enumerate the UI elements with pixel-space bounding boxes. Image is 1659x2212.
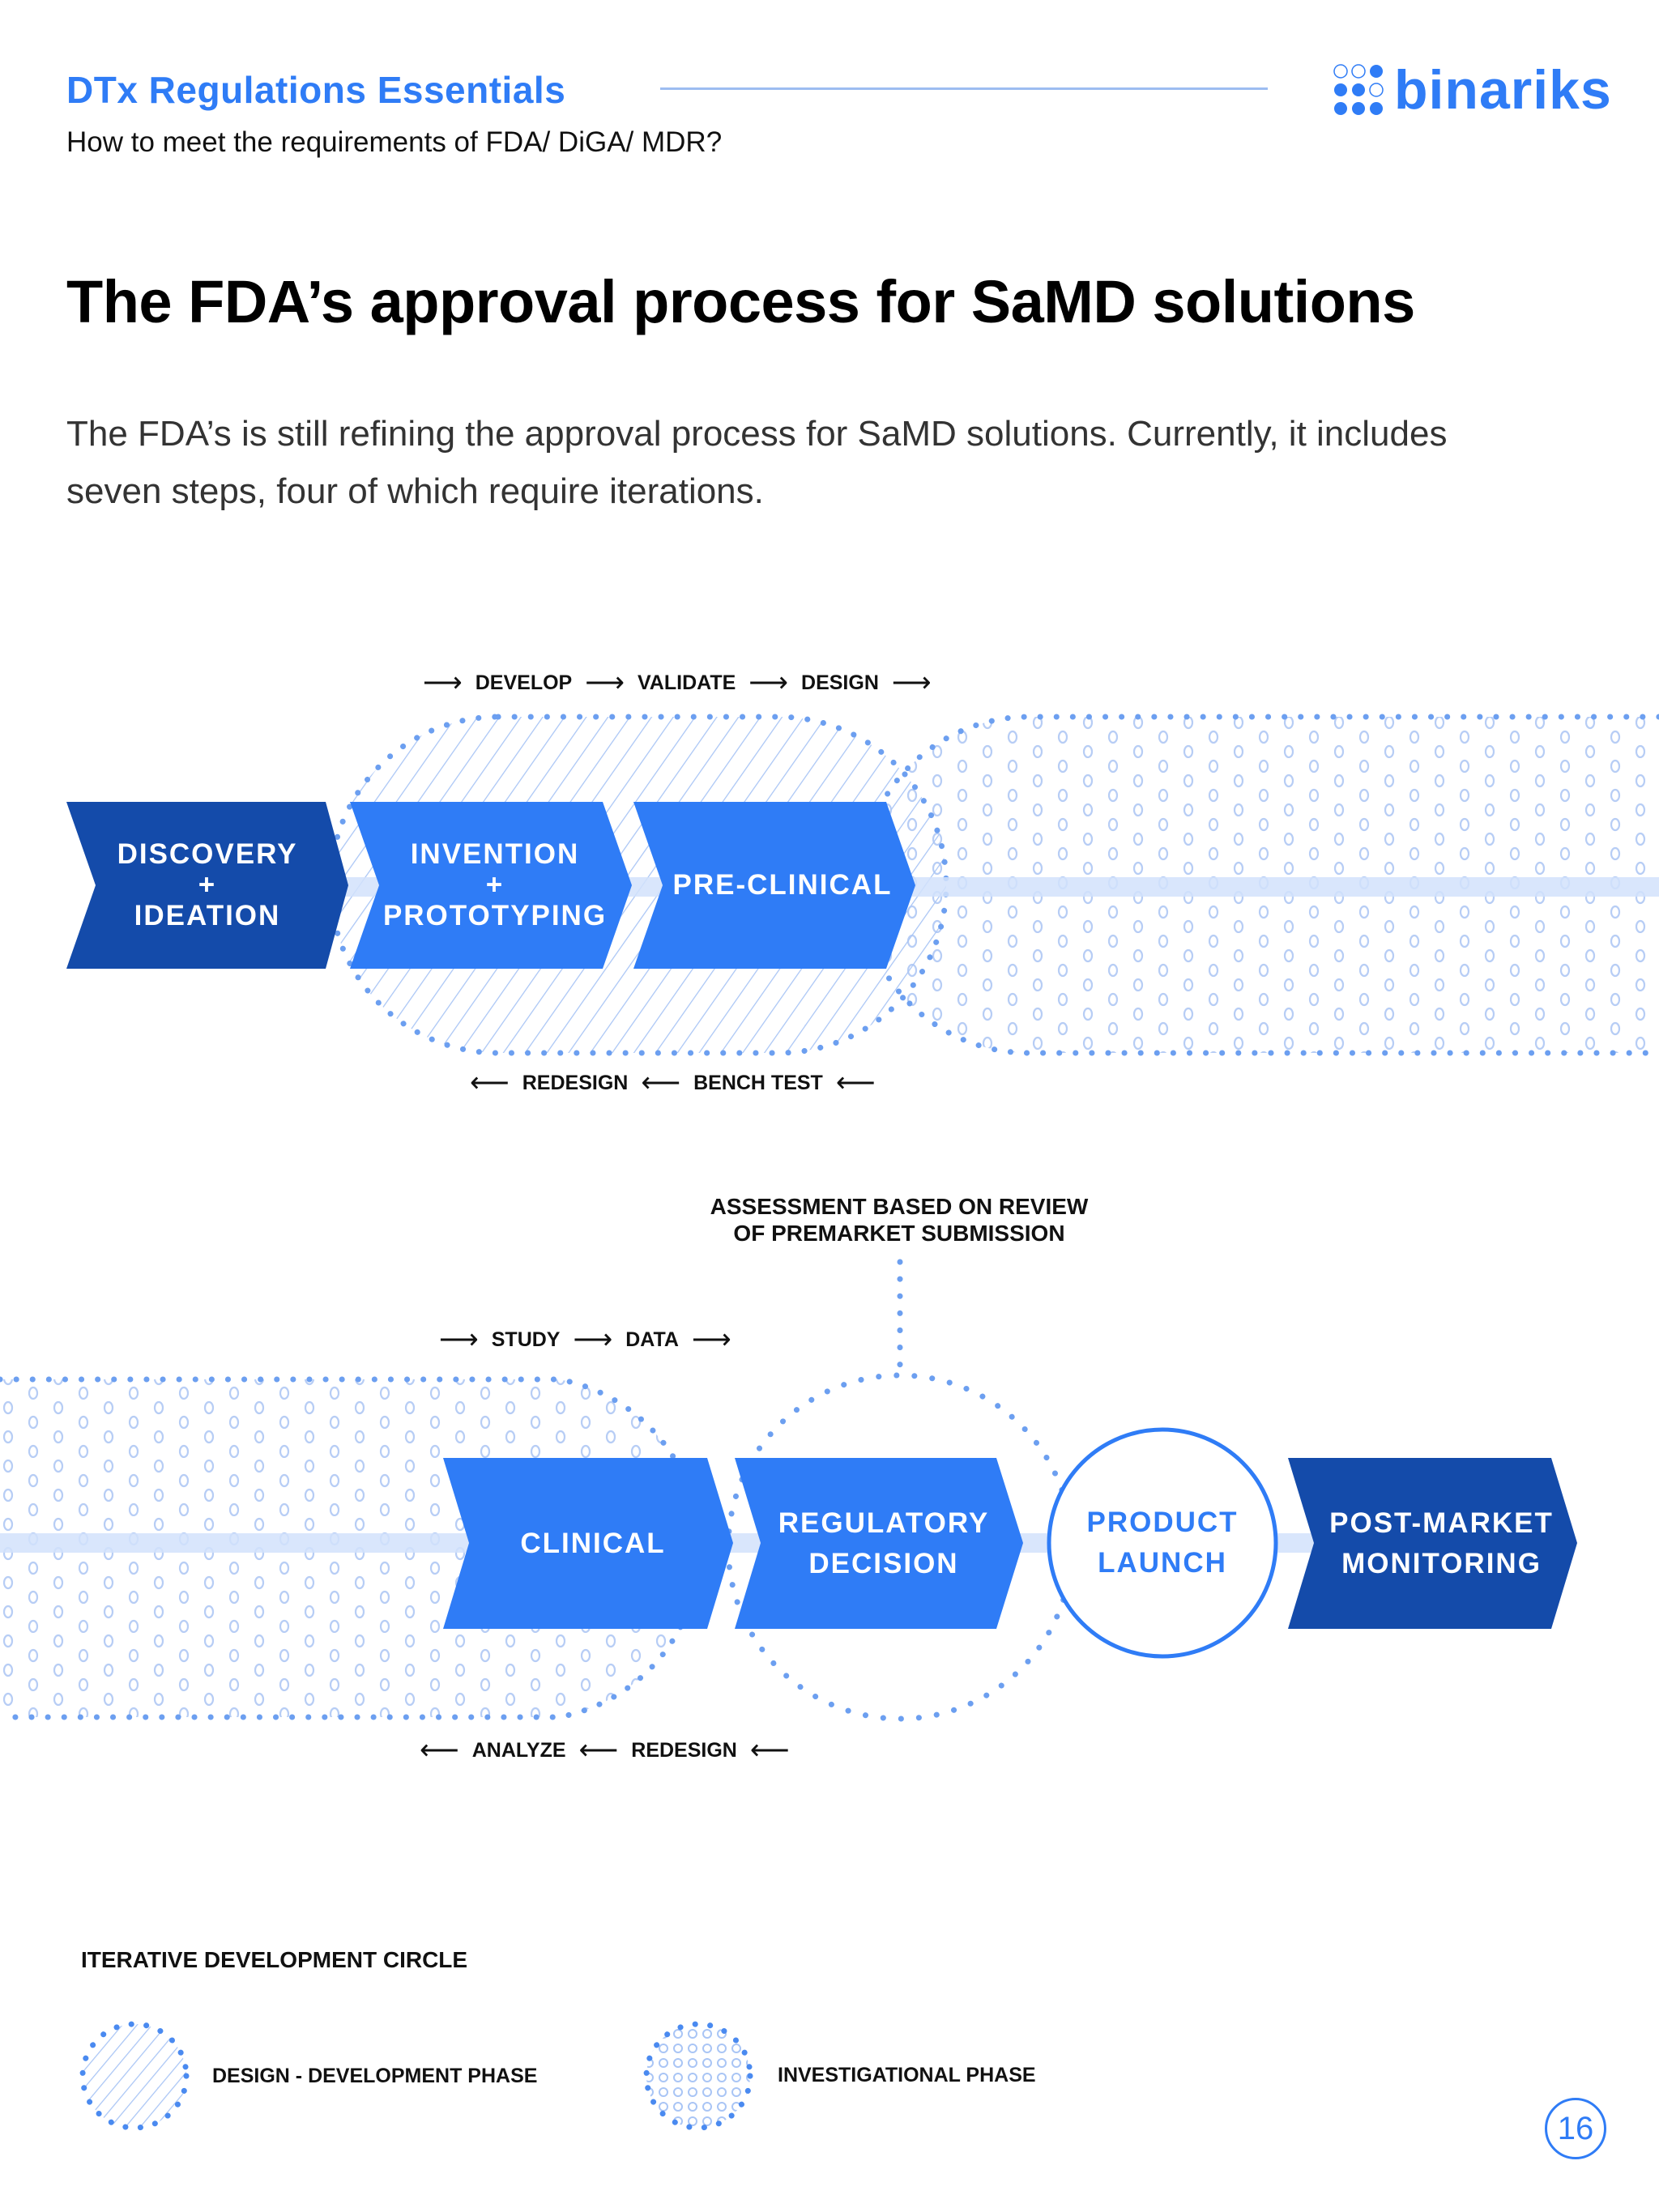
page-number: 16 xyxy=(1545,2098,1606,2159)
step-post-market-shape xyxy=(1288,1458,1577,1629)
loop-item: VALIDATE xyxy=(637,671,736,694)
loop-item: DATA xyxy=(625,1328,679,1351)
step-invention-shape xyxy=(350,802,632,969)
arrow-left-icon: ⟵ xyxy=(420,1735,459,1766)
page-title: The FDA’s approval process for SaMD solu… xyxy=(66,268,1415,335)
dot-grid-logo-icon xyxy=(1333,64,1384,115)
arrow-right-icon: ⟶ xyxy=(891,667,932,698)
step-label-line: DISCOVERY xyxy=(117,838,298,870)
step-label-line: PRODUCT xyxy=(1086,1507,1239,1538)
ring-pattern-circle-icon xyxy=(643,2021,753,2131)
arrow-right-icon: ⟶ xyxy=(748,667,789,698)
brand-logo: binariks xyxy=(1333,62,1612,118)
step-discovery-shape xyxy=(66,802,348,969)
step-label-line: REGULATORY xyxy=(778,1507,990,1539)
intro-paragraph: The FDA’s is still refining the approval… xyxy=(66,414,1448,511)
annotation-line: OF PREMARKET SUBMISSION xyxy=(733,1221,1065,1246)
arrow-right-icon: ⟶ xyxy=(585,667,625,698)
loop-item: DESIGN xyxy=(801,671,879,694)
arrow-left-icon: ⟵ xyxy=(835,1068,876,1098)
backward-iteration-loop-row1: ⟵ REDESIGN ⟵ BENCH TEST ⟵ xyxy=(470,1069,876,1097)
loop-item: ANALYZE xyxy=(471,1738,566,1762)
arrow-left-icon: ⟵ xyxy=(641,1068,681,1098)
arrow-right-icon: ⟶ xyxy=(439,1324,479,1355)
loop-item: STUDY xyxy=(491,1328,561,1351)
step-label-line: MONITORING xyxy=(1341,1547,1542,1579)
annotation-line: ASSESSMENT BASED ON REVIEW xyxy=(710,1194,1089,1219)
step-label-line: INVENTION xyxy=(410,838,580,870)
legend-label-design-development: DESIGN - DEVELOPMENT PHASE xyxy=(212,2065,538,2087)
loop-item: REDESIGN xyxy=(631,1738,737,1762)
arrow-left-icon: ⟵ xyxy=(749,1735,790,1766)
step-invention-prototyping: INVENTION + PROTOTYPING xyxy=(374,802,616,969)
step-label-line: PRE-CLINICAL xyxy=(672,869,893,901)
step-label-line: + xyxy=(198,869,217,901)
step-preclinical-shape xyxy=(633,802,915,969)
step-regulatory-shape xyxy=(735,1458,1023,1629)
step-label-line: LAUNCH xyxy=(1098,1547,1227,1579)
step-discovery-ideation: DISCOVERY + IDEATION xyxy=(96,802,319,969)
arrow-left-icon: ⟵ xyxy=(470,1068,510,1098)
step-label-line: DECISION xyxy=(808,1547,959,1579)
arrow-right-icon: ⟶ xyxy=(423,667,463,698)
loop-item: BENCH TEST xyxy=(693,1071,823,1094)
step-product-launch-circle xyxy=(1047,1427,1278,1659)
step-product-launch: PRODUCT LAUNCH xyxy=(1049,1430,1276,1656)
forward-iteration-loop-row2: ⟶ STUDY ⟶ DATA ⟶ xyxy=(439,1326,731,1353)
series-title: DTx Regulations Essentials xyxy=(66,69,566,111)
arrow-right-icon: ⟶ xyxy=(691,1324,731,1355)
loop-item: REDESIGN xyxy=(522,1071,629,1094)
forward-iteration-loop-row1: ⟶ DEVELOP ⟶ VALIDATE ⟶ DESIGN ⟶ xyxy=(423,669,932,697)
step-label-line: IDEATION xyxy=(134,900,281,931)
step-clinical-shape xyxy=(443,1458,733,1629)
step-pre-clinical: PRE-CLINICAL xyxy=(663,802,902,969)
step-clinical: CLINICAL xyxy=(469,1458,717,1629)
regulatory-annotation: ASSESSMENT BASED ON REVIEW OF PREMARKET … xyxy=(672,1193,1126,1247)
step-label-line: PROTOTYPING xyxy=(382,900,608,931)
series-subtitle: How to meet the requirements of FDA/ DiG… xyxy=(66,126,723,158)
logo-wordmark: binariks xyxy=(1394,59,1612,121)
backward-iteration-loop-row2: ⟵ ANALYZE ⟵ REDESIGN ⟵ xyxy=(420,1737,790,1764)
step-label-line: + xyxy=(485,869,505,901)
step-label-line: CLINICAL xyxy=(520,1527,666,1559)
legend-title: ITERATIVE DEVELOPMENT CIRCLE xyxy=(81,1947,468,1972)
arrow-left-icon: ⟵ xyxy=(578,1735,619,1766)
step-label-line: POST-MARKET xyxy=(1329,1507,1554,1539)
step-post-market-monitoring: POST-MARKET MONITORING xyxy=(1314,1458,1569,1629)
arrow-right-icon: ⟶ xyxy=(573,1324,613,1355)
hatched-circle-icon xyxy=(79,2021,190,2131)
header-divider xyxy=(660,87,1268,90)
legend-label-investigational: INVESTIGATIONAL PHASE xyxy=(778,2064,1036,2086)
step-regulatory-decision: REGULATORY DECISION xyxy=(761,1458,1007,1629)
loop-item: DEVELOP xyxy=(475,671,573,694)
